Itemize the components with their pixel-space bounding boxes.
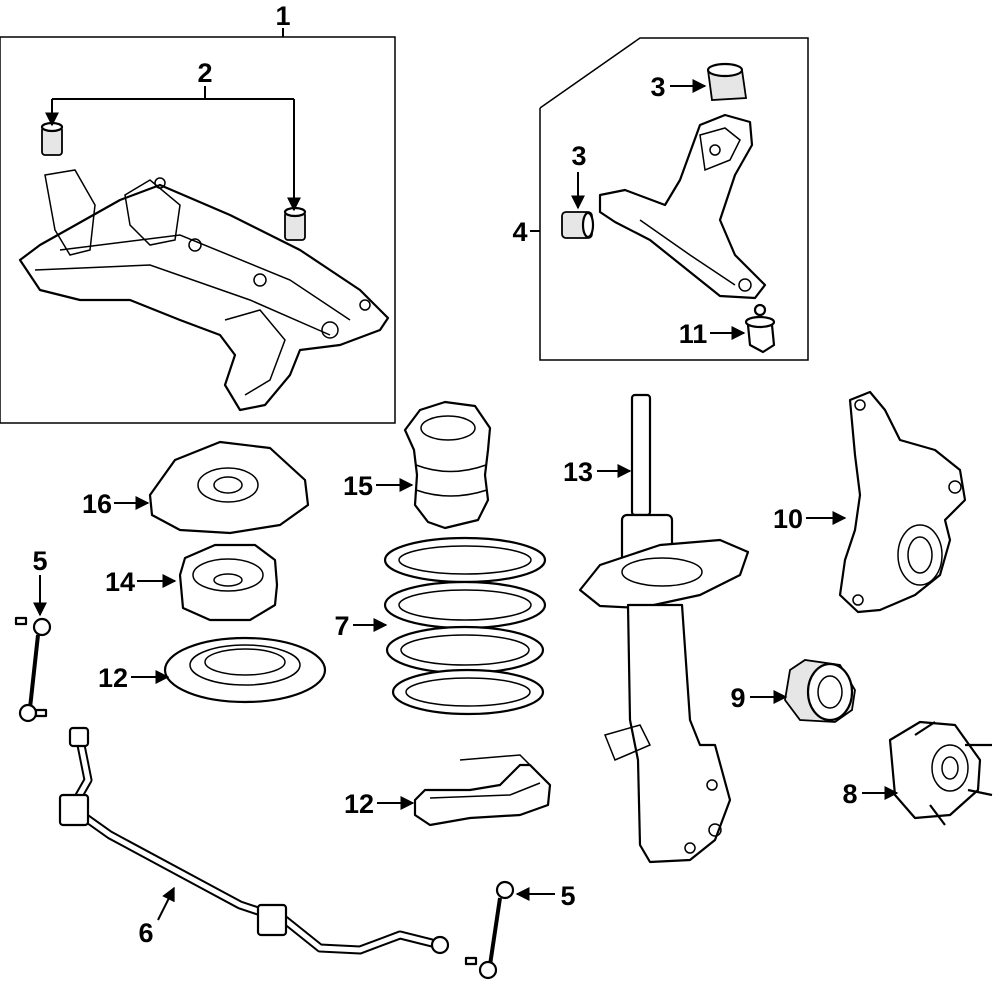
callout-12-upper: 12 xyxy=(98,663,128,693)
ball-joint-part[interactable] xyxy=(744,303,776,354)
wheel-hub-part[interactable] xyxy=(888,720,993,826)
crossmember-group-box xyxy=(0,36,396,424)
crossmember-part[interactable] xyxy=(18,169,390,412)
callout-2: 2 xyxy=(197,58,212,88)
callout-15: 15 xyxy=(343,471,373,501)
callout-5-left: 5 xyxy=(32,546,47,576)
callout-16: 16 xyxy=(82,489,112,519)
crossmember-bushing-left[interactable] xyxy=(40,121,64,156)
callout-1: 1 xyxy=(275,1,290,31)
control-arm-bushing-upper[interactable] xyxy=(706,62,748,101)
stabilizer-link-right[interactable] xyxy=(464,880,515,980)
callout-3-upper: 3 xyxy=(650,72,665,102)
strut-mount-part[interactable] xyxy=(148,440,310,535)
callout-12-lower: 12 xyxy=(344,789,374,819)
callout-8: 8 xyxy=(842,779,857,809)
callout-3-front: 3 xyxy=(571,141,586,171)
control-arm-group-box xyxy=(539,37,809,361)
callout-11: 11 xyxy=(679,319,708,349)
upper-spring-seat-part[interactable] xyxy=(178,543,279,622)
callout-4: 4 xyxy=(512,217,527,247)
spring-isolator-upper-part[interactable] xyxy=(163,636,327,704)
callout-7: 7 xyxy=(334,611,349,641)
stabilizer-bar-part[interactable] xyxy=(58,726,450,955)
callout-13: 13 xyxy=(563,457,593,487)
leader-lines xyxy=(33,28,899,921)
steering-knuckle-part[interactable] xyxy=(838,390,967,614)
callout-10: 10 xyxy=(773,504,803,534)
strut-assembly-part[interactable] xyxy=(578,393,750,864)
stabilizer-link-left[interactable] xyxy=(14,616,52,723)
callout-14: 14 xyxy=(105,567,135,597)
crossmember-bushing-right[interactable] xyxy=(283,206,307,241)
control-arm-bushing-front[interactable] xyxy=(561,211,595,239)
callout-9: 9 xyxy=(730,683,745,713)
spring-isolator-lower-part[interactable] xyxy=(413,754,552,827)
callout-6: 6 xyxy=(138,918,153,948)
wheel-bearing-part[interactable] xyxy=(784,659,856,723)
lower-control-arm-part[interactable] xyxy=(598,113,767,300)
bump-stop-part[interactable] xyxy=(403,400,492,530)
coil-spring-part[interactable] xyxy=(383,536,547,716)
callout-5-right: 5 xyxy=(560,881,575,911)
